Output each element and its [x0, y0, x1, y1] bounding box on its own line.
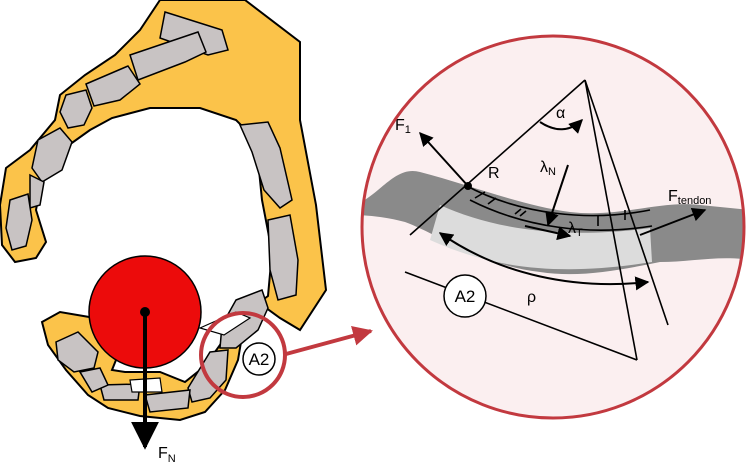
zoom-circle-outline [360, 34, 746, 420]
pulley-small-marker [242, 342, 276, 376]
ball-center-dot [140, 307, 150, 317]
force-one-arrow [419, 131, 469, 187]
lambda-n-arrow [545, 164, 569, 227]
contact-point [464, 182, 472, 190]
zoom-connector-arrow [285, 326, 373, 356]
force-vectors [419, 119, 707, 291]
radius-label: R [488, 165, 500, 182]
alpha-label: α [556, 105, 565, 122]
rho-arc [438, 232, 650, 291]
alpha-arc [539, 119, 583, 134]
tendon-force-arrow [639, 207, 707, 236]
pulley-highlight-circle [199, 311, 287, 399]
force-one-label: F1 [395, 117, 411, 136]
tendon-force-label: Ftendon [668, 188, 711, 207]
pulley-small-label: A2 [249, 350, 270, 369]
hand-bones [5, 11, 299, 413]
pulley-large-label: A2 [455, 287, 476, 306]
zoom-view: F1 R α λN λT Ftendon ρ A2 [360, 34, 746, 420]
normal-force-label: FN [158, 445, 176, 463]
lambda-t-label: λT [568, 220, 583, 239]
pulley-large-marker [443, 274, 487, 318]
rho-label: ρ [527, 289, 536, 306]
lambda-n-label: λN [540, 159, 556, 178]
